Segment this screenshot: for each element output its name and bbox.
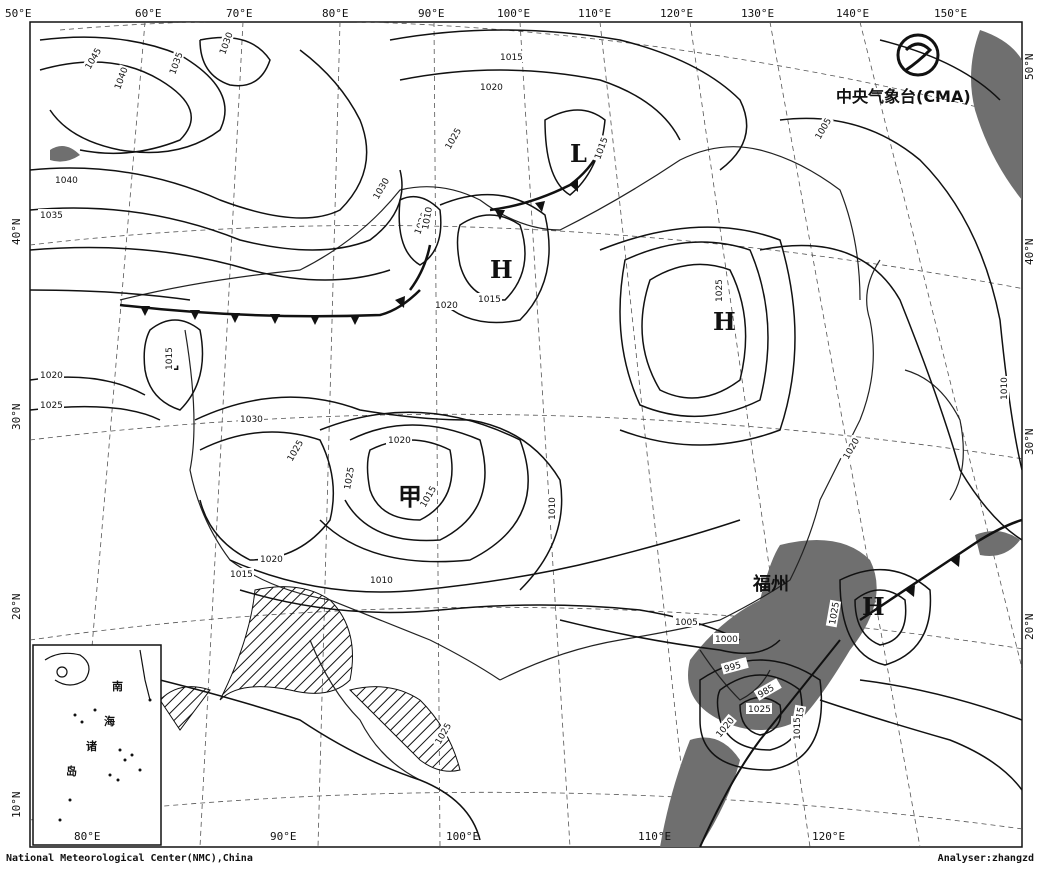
fuzhou-label: 福州 [752,573,789,595]
longitude-tick-label: 80°E [74,830,101,843]
hatched-areas [159,586,461,772]
footer-source: National Meteorological Center(NMC),Chin… [6,853,253,864]
longitude-tick-label: 80°E [322,7,349,20]
isobars [30,29,1022,841]
isobar-value-label: 1025 [40,401,63,411]
latitude-tick-label: 20°N [10,594,23,621]
right-latitude-ticks: 50°N 40°N 30°N 20°N [1023,54,1036,641]
latitude-tick-label: 50°N [1023,54,1036,81]
inset-map: 南 海 诸 岛 [32,644,162,846]
cma-logo-text: 中央气象台(CMA) [836,87,971,106]
isobar-value-label: 1025 [343,466,357,490]
longitude-tick-label: 150°E [934,7,967,20]
isobar-value-label: 1020 [40,371,63,381]
jia-label: 甲 [398,482,422,511]
inset-char: 诸 [86,739,97,753]
isobar-value-label: 1020 [260,555,283,565]
footer-analyst: Analyser:zhangzd [937,853,1034,864]
isobar-value-label: 1010 [370,576,393,586]
isobar-value-label: 1025 [828,601,842,625]
longitude-tick-label: 120°E [812,830,845,843]
latitude-tick-label: 20°N [1023,614,1036,641]
shaded-areas [50,30,1022,847]
latitude-tick-label: 30°N [10,404,23,431]
isobar-value-label: 1040 [55,176,78,186]
isobar-value-label: 1015 [165,347,175,370]
longitude-tick-label: 60°E [135,7,162,20]
isobar-value-label: 1010 [421,206,435,231]
high-pressure-label: H [713,307,736,336]
isobar-value-label: 1035 [40,211,63,221]
isobar-value-label: 1015 [478,295,501,305]
low-pressure-label: L [570,139,587,168]
longitude-tick-label: 110°E [578,7,611,20]
left-latitude-ticks: 40°N 30°N 20°N 10°N [10,219,23,819]
isobar-value-label: 1005 [675,618,698,628]
isobar-value-label: 1025 [748,705,771,715]
longitude-tick-label: 130°E [741,7,774,20]
longitude-tick-label: 90°E [418,7,445,20]
isobar-value-label: 1015 [230,570,253,580]
coastlines [119,146,964,781]
cma-emblem-icon [896,33,940,77]
isobar-value-label: 1015 [500,53,523,63]
isobar-value-label: 1025 [715,279,725,302]
inset-char: 岛 [66,764,77,778]
fronts [119,149,1022,847]
longitude-tick-label: 90°E [270,830,297,843]
latitude-tick-label: 10°N [10,792,23,819]
longitude-tick-label: 120°E [660,7,693,20]
isobar-value-label: 1020 [388,436,411,446]
isobar-value-label: 995 [723,661,742,675]
isobar-value-label: 1020 [480,83,503,93]
longitude-tick-label: 110°E [638,830,671,843]
cma-logo: 中央气象台(CMA) [836,33,971,106]
graticule [30,22,1022,847]
top-longitude-ticks: 50°E 60°E 70°E 80°E 90°E 100°E 110°E 120°E 130°E… [5,7,967,20]
latitude-tick-label: 40°N [1023,239,1036,266]
high-pressure-label: H [490,255,513,284]
longitude-tick-label: 50°E [5,7,32,20]
isobar-value-label: 1010 [548,497,558,520]
isobar-value-label: 1010 [1000,377,1010,400]
longitude-tick-label: 100°E [446,830,479,843]
isobar-value-label: 1030 [240,415,263,425]
longitude-tick-label: 140°E [836,7,869,20]
inset-char: 南 [112,679,123,693]
latitude-tick-label: 30°N [1023,429,1036,456]
bottom-longitude-ticks: 80°E 90°E 100°E 110°E 120°E [74,830,845,843]
isobar-value-label: 1015 [793,717,803,740]
high-pressure-label: H [862,592,885,621]
longitude-tick-label: 100°E [497,7,530,20]
longitude-tick-label: 70°E [226,7,253,20]
isobar-value-label: 1000 [715,635,738,645]
latitude-tick-label: 40°N [10,219,23,246]
isobar-value-label: 1020 [435,301,458,311]
inset-char: 海 [104,714,115,728]
